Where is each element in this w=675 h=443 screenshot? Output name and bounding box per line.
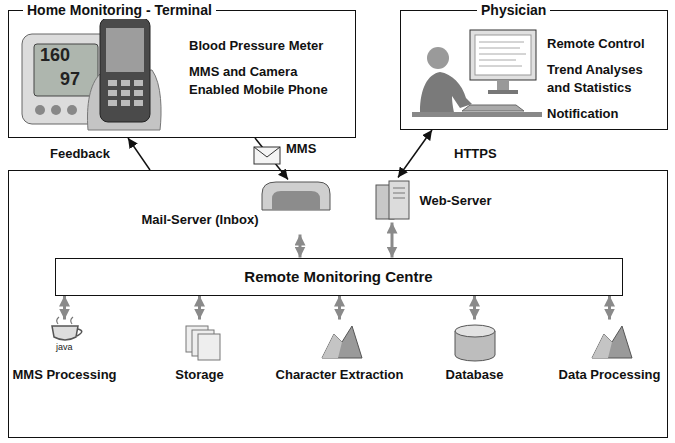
- display-reading: 160: [40, 46, 70, 66]
- edge-label: Feedback: [48, 146, 112, 162]
- double-arrow: [338, 296, 341, 320]
- panel-heading: Physician: [477, 1, 550, 19]
- phone-key: [121, 100, 130, 106]
- double-arrow: [608, 296, 611, 320]
- meter-button: [35, 105, 45, 115]
- node-label: Data Processing: [559, 366, 661, 384]
- matlab-logo-face: [322, 334, 342, 358]
- node-label: Remote Monitoring Centre: [56, 259, 622, 295]
- server-slot: [393, 188, 405, 189]
- double-arrow: [391, 223, 394, 258]
- meter-button: [67, 105, 77, 115]
- double-arrow: [299, 235, 302, 258]
- database-top: [455, 325, 495, 337]
- screen-line: [479, 60, 516, 61]
- server-tower: [389, 181, 409, 219]
- screen-line: [479, 48, 520, 49]
- node-label: Trend Analyses and Statistics: [547, 61, 661, 97]
- matlab-logo: [592, 326, 632, 358]
- node-label: Storage: [175, 366, 223, 384]
- node-label: Remote Control: [547, 35, 661, 53]
- module-box: Character Extraction: [272, 320, 408, 386]
- screen-line: [479, 54, 526, 55]
- java-cup-handle: [77, 329, 82, 336]
- double-arrow: [198, 296, 201, 320]
- edge-label: HTTPS: [452, 146, 499, 162]
- mail-server-slot: [272, 191, 320, 210]
- phone-key: [108, 90, 117, 96]
- module-box: Database: [442, 320, 508, 386]
- screen-line: [479, 42, 524, 43]
- phone-key: [108, 80, 117, 86]
- screen-line: [479, 66, 522, 67]
- double-arrow: [473, 296, 476, 320]
- monitor-screen: [475, 35, 531, 75]
- mobile-phone: [100, 18, 150, 122]
- phone-key: [121, 90, 130, 96]
- matlab-logo: [322, 326, 362, 358]
- envelope-flap: [254, 147, 280, 157]
- monitor: [470, 30, 536, 80]
- mms-envelope: [254, 147, 280, 164]
- edge-label: MMS: [284, 141, 318, 157]
- person-body: [420, 72, 472, 112]
- matlab-logo-face: [592, 334, 612, 358]
- node-label: MMS Processing: [12, 366, 116, 384]
- module-box: Data Processing: [555, 320, 665, 386]
- monitor-base: [488, 90, 518, 94]
- keyboard: [462, 105, 524, 111]
- node-label: MMS and Camera Enabled Mobile Phone: [189, 63, 339, 99]
- server-slot: [393, 193, 405, 194]
- desk: [412, 112, 542, 117]
- mail-server: Mail-Server (Inbox): [140, 180, 336, 235]
- display-reading: 97: [60, 70, 80, 90]
- java-cup: [52, 326, 78, 340]
- physician-panel: PhysicianRemote ControlTrend Analyses an…: [400, 10, 668, 130]
- module-box: Storage: [170, 320, 230, 386]
- person-head: [427, 47, 449, 69]
- phone-key: [134, 80, 143, 86]
- phone-key: [121, 80, 130, 86]
- node-label: Mail-Server (Inbox): [142, 211, 259, 229]
- module-box: MMS Processing: [8, 320, 121, 386]
- mail-server-icon: [262, 182, 330, 210]
- node-label: Notification: [547, 105, 661, 123]
- node-label: Web-Server: [420, 192, 492, 210]
- monitor-stand: [497, 80, 509, 90]
- meter-display: [34, 44, 98, 96]
- arrow: [128, 138, 150, 170]
- panel-heading: Home Monitoring - Terminal: [23, 1, 216, 19]
- phone-screen: [106, 28, 144, 72]
- storage-file: [198, 334, 220, 360]
- phone-key: [134, 90, 143, 96]
- double-arrow: [63, 296, 66, 320]
- server-slot: [393, 198, 405, 199]
- web-server: Web-Server: [370, 178, 505, 223]
- server-panel: Mail-Server (Inbox) Web-ServerRemote Moni…: [8, 170, 668, 438]
- phone-key: [108, 100, 117, 106]
- node-label: Database: [446, 366, 504, 384]
- logo-text: java: [56, 343, 73, 353]
- phone-key: [134, 100, 143, 106]
- meter-button: [51, 105, 61, 115]
- node-label: Blood Pressure Meter: [189, 37, 339, 55]
- monitoring-centre-band: Remote Monitoring Centre: [55, 258, 623, 296]
- node-label: Character Extraction: [276, 366, 404, 384]
